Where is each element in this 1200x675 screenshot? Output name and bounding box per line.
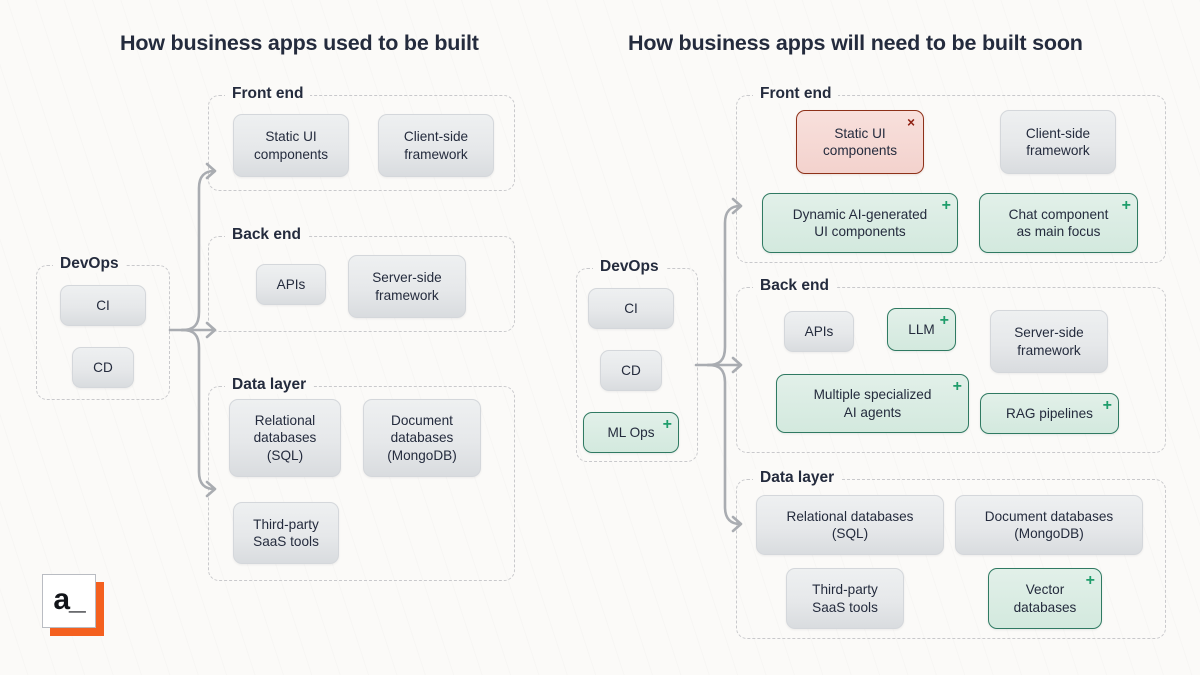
left-branch-connector bbox=[168, 162, 217, 498]
right-node-document-db[interactable]: Document databases (MongoDB) bbox=[955, 495, 1143, 555]
right-node-saas-tools[interactable]: Third-party SaaS tools bbox=[786, 568, 904, 629]
right-node-ci[interactable]: CI bbox=[588, 288, 674, 329]
plus-badge-icon: + bbox=[952, 378, 962, 395]
plus-badge-icon: + bbox=[939, 312, 949, 329]
left-node-static-ui-line1: Static UI bbox=[265, 129, 317, 145]
right-node-dynamic-ai-ui-line2: UI components bbox=[814, 224, 906, 239]
right-node-document-db-line2: (MongoDB) bbox=[1014, 526, 1084, 541]
right-node-ai-agents-line1: Multiple specialized bbox=[813, 387, 932, 403]
left-datalayer-label: Data layer bbox=[225, 376, 314, 394]
right-node-mlops[interactable]: ML Ops + bbox=[583, 412, 679, 453]
left-node-document-db-line3: (MongoDB) bbox=[387, 447, 457, 463]
left-backend-label: Back end bbox=[225, 226, 308, 244]
right-branch-connector bbox=[694, 197, 743, 533]
left-node-server-framework-line2: framework bbox=[375, 287, 439, 303]
left-node-document-db-line2: databases bbox=[390, 430, 454, 446]
plus-badge-icon: + bbox=[662, 416, 672, 433]
right-node-relational-db-line2: (SQL) bbox=[831, 526, 869, 541]
right-node-relational-db[interactable]: Relational databases (SQL) bbox=[756, 495, 944, 555]
left-panel-title: How business apps used to be built bbox=[120, 31, 479, 55]
left-node-static-ui-line2: components bbox=[253, 146, 329, 162]
right-node-ai-agents[interactable]: Multiple specialized AI agents + bbox=[776, 374, 969, 433]
left-frontend-group: Front end bbox=[208, 85, 515, 191]
logo-card: a_ bbox=[42, 574, 96, 628]
right-node-apis[interactable]: APIs bbox=[784, 311, 854, 352]
right-node-static-ui-line2: components bbox=[822, 143, 898, 158]
left-node-static-ui[interactable]: Static UI components bbox=[233, 114, 349, 177]
left-node-saas-tools-line1: Third-party bbox=[253, 516, 319, 532]
right-frontend-label: Front end bbox=[753, 85, 839, 103]
left-node-ci[interactable]: CI bbox=[60, 285, 146, 326]
right-node-cd-label: CD bbox=[621, 362, 641, 378]
left-node-apis[interactable]: APIs bbox=[256, 264, 326, 305]
right-node-client-framework-line1: Client-side bbox=[1025, 125, 1091, 141]
left-node-server-framework-line1: Server-side bbox=[372, 270, 442, 286]
logo-text: a_ bbox=[53, 583, 85, 616]
right-node-dynamic-ai-ui-line1: Dynamic AI-generated bbox=[792, 206, 928, 222]
left-node-document-db[interactable]: Document databases (MongoDB) bbox=[363, 399, 481, 477]
right-node-server-framework[interactable]: Server-side framework bbox=[990, 310, 1108, 373]
right-devops-group: DevOps bbox=[576, 258, 698, 462]
left-node-relational-db-line1: Relational bbox=[254, 412, 316, 428]
right-datalayer-label: Data layer bbox=[753, 469, 842, 487]
plus-badge-icon: + bbox=[1121, 197, 1131, 214]
right-node-llm[interactable]: LLM + bbox=[887, 308, 956, 351]
plus-badge-icon: + bbox=[1085, 572, 1095, 589]
right-node-chat-component-line1: Chat component bbox=[1008, 206, 1109, 222]
right-datalayer-group: Data layer bbox=[736, 469, 1166, 639]
logo: a_ bbox=[42, 574, 104, 636]
left-node-client-framework-line2: framework bbox=[404, 146, 468, 162]
left-node-document-db-line1: Document bbox=[391, 412, 453, 428]
right-panel-title: How business apps will need to be built … bbox=[628, 31, 1083, 55]
left-devops-label: DevOps bbox=[53, 255, 126, 273]
plus-badge-icon: + bbox=[941, 197, 951, 214]
left-node-ci-label: CI bbox=[96, 297, 110, 313]
left-node-client-framework-line1: Client-side bbox=[403, 129, 469, 145]
left-frontend-label: Front end bbox=[225, 85, 311, 103]
right-node-server-framework-line1: Server-side bbox=[1014, 325, 1084, 341]
left-node-relational-db-line2: databases bbox=[253, 430, 317, 446]
right-node-ai-agents-line2: AI agents bbox=[843, 404, 902, 420]
left-node-apis-label: APIs bbox=[276, 276, 306, 292]
right-node-static-ui-line1: Static UI bbox=[834, 125, 886, 141]
right-node-vector-db-line2: databases bbox=[1013, 599, 1077, 615]
left-devops-group: DevOps bbox=[36, 255, 170, 400]
right-node-static-ui[interactable]: Static UI components × bbox=[796, 110, 924, 174]
right-devops-label: DevOps bbox=[593, 258, 666, 276]
cross-badge-icon: × bbox=[907, 115, 915, 130]
right-node-chat-component-line2: as main focus bbox=[1016, 224, 1101, 239]
left-node-server-framework[interactable]: Server-side framework bbox=[348, 255, 466, 318]
right-node-mlops-label: ML Ops bbox=[607, 424, 655, 440]
left-node-client-framework[interactable]: Client-side framework bbox=[378, 114, 494, 177]
left-node-cd-label: CD bbox=[93, 359, 113, 375]
right-node-apis-label: APIs bbox=[804, 323, 834, 339]
right-node-server-framework-line2: framework bbox=[1017, 342, 1081, 358]
right-node-client-framework-line2: framework bbox=[1026, 143, 1090, 158]
left-node-saas-tools[interactable]: Third-party SaaS tools bbox=[233, 502, 339, 564]
right-node-saas-tools-line2: SaaS tools bbox=[812, 599, 878, 615]
right-node-llm-label: LLM bbox=[908, 321, 935, 337]
right-node-dynamic-ai-ui[interactable]: Dynamic AI-generated UI components + bbox=[762, 193, 958, 253]
right-node-vector-db-line1: Vector bbox=[1025, 582, 1065, 598]
plus-badge-icon: + bbox=[1102, 397, 1112, 414]
left-node-saas-tools-line2: SaaS tools bbox=[253, 534, 319, 549]
right-frontend-group: Front end bbox=[736, 85, 1166, 263]
right-node-document-db-line1: Document databases bbox=[984, 508, 1114, 524]
right-node-cd[interactable]: CD bbox=[600, 350, 662, 391]
right-node-vector-db[interactable]: Vector databases + bbox=[988, 568, 1102, 629]
right-node-rag-pipelines[interactable]: RAG pipelines + bbox=[980, 393, 1119, 434]
right-node-client-framework[interactable]: Client-side framework bbox=[1000, 110, 1116, 174]
right-node-rag-pipelines-label: RAG pipelines bbox=[1006, 405, 1093, 421]
right-node-chat-component[interactable]: Chat component as main focus + bbox=[979, 193, 1138, 253]
right-node-relational-db-line1: Relational databases bbox=[786, 508, 914, 524]
right-node-ci-label: CI bbox=[624, 300, 638, 316]
left-backend-group: Back end bbox=[208, 226, 515, 332]
right-backend-label: Back end bbox=[753, 277, 836, 295]
left-node-relational-db[interactable]: Relational databases (SQL) bbox=[229, 399, 341, 477]
right-node-saas-tools-line1: Third-party bbox=[812, 582, 878, 598]
left-node-relational-db-line3: (SQL) bbox=[266, 447, 304, 463]
left-node-cd[interactable]: CD bbox=[72, 347, 134, 388]
